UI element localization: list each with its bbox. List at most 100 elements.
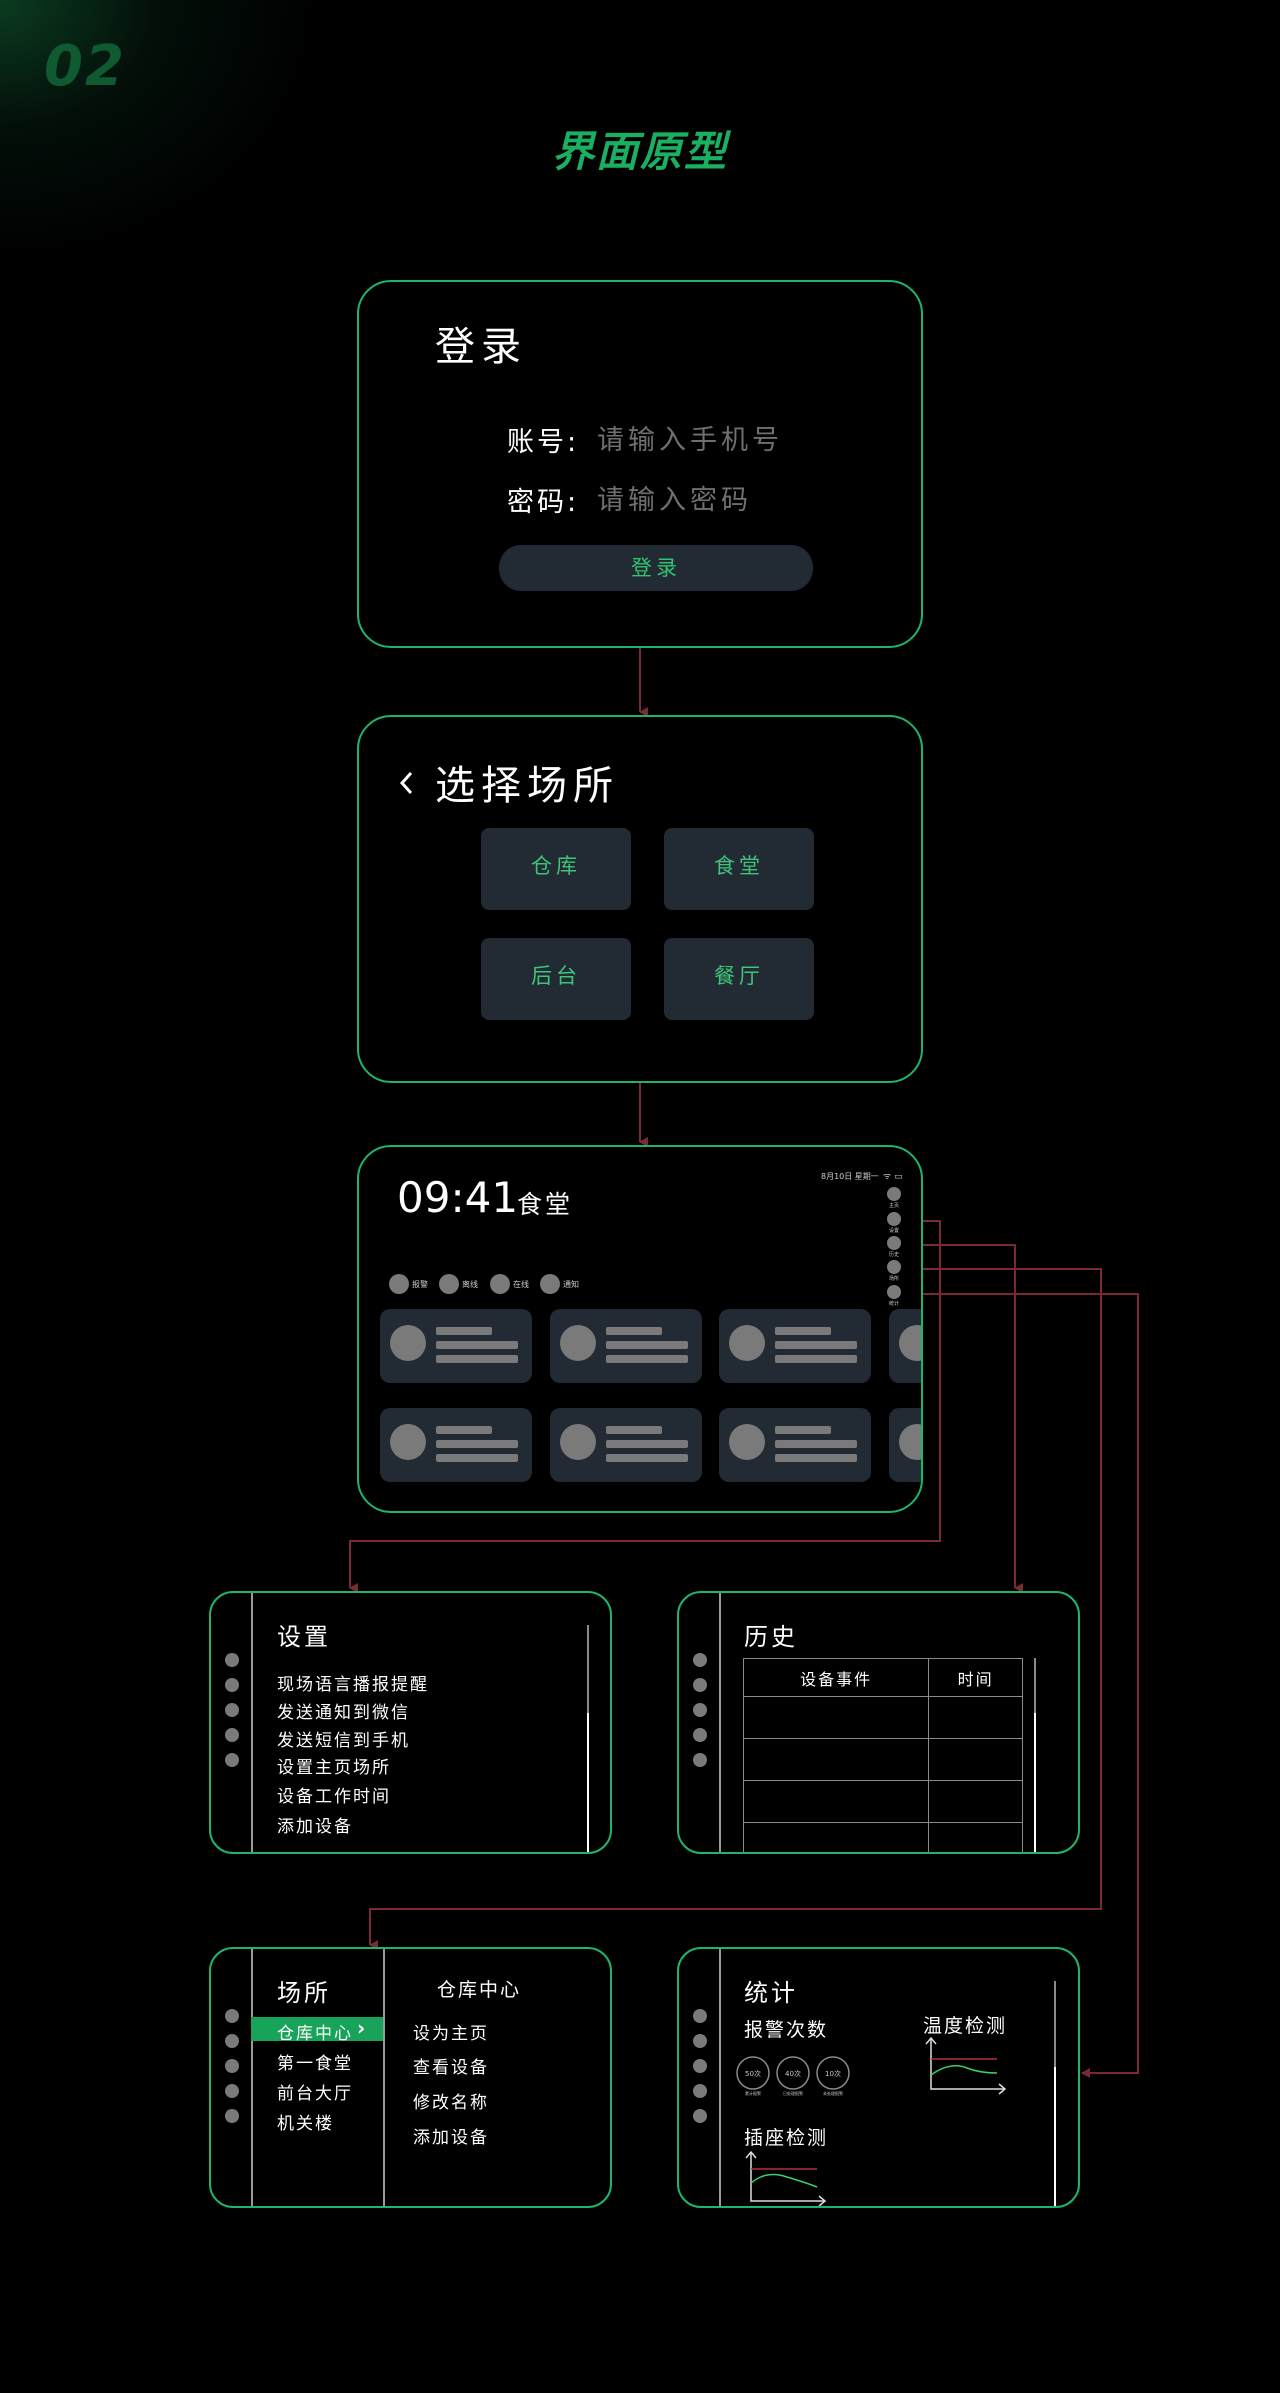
device-line: [775, 1355, 857, 1363]
device-card[interactable]: [719, 1309, 871, 1383]
nav-stats-icon[interactable]: [887, 1285, 901, 1299]
settings-item[interactable]: 现场语言播报提醒: [277, 1675, 429, 1695]
place-option-backstage[interactable]: 后台: [481, 938, 631, 1020]
clock-time: 09:41: [397, 1173, 519, 1222]
scrollbar-thumb[interactable]: [587, 1713, 589, 1852]
place-option-restaurant[interactable]: 餐厅: [664, 938, 814, 1020]
nav-stats-icon[interactable]: [225, 2109, 239, 2123]
alarm-count-badges: [736, 2056, 850, 2090]
scrollbar-thumb[interactable]: [1034, 1713, 1036, 1852]
password-label: 密码:: [507, 487, 580, 518]
device-line: [606, 1454, 688, 1462]
filter-notice-icon[interactable]: [540, 1274, 560, 1294]
table-row: [742, 1696, 1023, 1739]
device-line: [775, 1440, 857, 1448]
device-card[interactable]: [889, 1309, 921, 1383]
nav-settings-icon[interactable]: [887, 1212, 901, 1226]
alarm-count-title: 报警次数: [744, 2019, 829, 2041]
nav-stats-icon[interactable]: [693, 2109, 707, 2123]
nav-places-icon[interactable]: [693, 1728, 707, 1742]
login-screen: 登录 账号: 请输入手机号 密码: 请输入密码 登录: [357, 280, 923, 648]
nav-home-label: 主页: [889, 1203, 900, 1209]
nav-home-icon[interactable]: [693, 2009, 707, 2023]
device-card[interactable]: [889, 1408, 921, 1482]
password-input[interactable]: 请输入密码: [597, 485, 752, 516]
device-icon: [560, 1325, 596, 1361]
account-label: 账号:: [507, 427, 580, 458]
nav-settings-icon[interactable]: [225, 2034, 239, 2048]
nav-home-icon[interactable]: [887, 1187, 901, 1201]
nav-settings-label: 设置: [889, 1228, 900, 1234]
temperature-chart: [925, 2036, 1007, 2095]
history-table: 设备事件时间: [742, 1658, 1023, 1852]
nav-settings-icon[interactable]: [693, 1678, 707, 1692]
settings-item[interactable]: 发送短信到手机: [277, 1731, 410, 1751]
settings-item[interactable]: 设备工作时间: [277, 1787, 391, 1807]
table-cell: [928, 1780, 1023, 1823]
select-place-title: 选择场所: [435, 763, 619, 809]
nav-places-icon[interactable]: [225, 1728, 239, 1742]
settings-item[interactable]: 发送通知到微信: [277, 1703, 410, 1723]
place-action[interactable]: 修改名称: [413, 2093, 489, 2113]
place-item[interactable]: 机关楼: [277, 2114, 334, 2134]
current-place: 食堂: [517, 1190, 574, 1219]
chevron-left-icon[interactable]: [399, 769, 415, 797]
device-card[interactable]: [380, 1309, 532, 1383]
nav-history-icon[interactable]: [225, 2059, 239, 2073]
device-icon: [390, 1424, 426, 1460]
temperature-title: 温度检测: [923, 2015, 1008, 2037]
device-line: [436, 1327, 492, 1335]
device-card[interactable]: [719, 1408, 871, 1482]
stats-screen: 统计 报警次数 50次 40次 10次 累计报警 已处理报警 未处理报警 温度检…: [677, 1947, 1080, 2208]
column-header-event: 设备事件: [742, 1658, 930, 1697]
nav-places-icon[interactable]: [887, 1260, 901, 1274]
place-option-warehouse[interactable]: 仓库: [481, 828, 631, 910]
nav-stats-icon[interactable]: [225, 1753, 239, 1767]
filter-offline-icon[interactable]: [439, 1274, 459, 1294]
place-item[interactable]: 第一食堂: [277, 2054, 353, 2074]
filter-offline-label: 离线: [462, 1280, 478, 1289]
nav-places-icon[interactable]: [693, 2084, 707, 2098]
place-action[interactable]: 设为主页: [413, 2024, 489, 2044]
place-action[interactable]: 查看设备: [413, 2058, 489, 2078]
scrollbar-thumb[interactable]: [1054, 2067, 1056, 2206]
nav-history-icon[interactable]: [693, 2059, 707, 2073]
filter-alarm-icon[interactable]: [389, 1274, 409, 1294]
nav-stats-icon[interactable]: [693, 1753, 707, 1767]
nav-history-icon[interactable]: [225, 1703, 239, 1717]
table-cell: [742, 1738, 930, 1781]
place-item[interactable]: 前台大厅: [277, 2084, 353, 2104]
nav-home-icon[interactable]: [225, 1653, 239, 1667]
login-button[interactable]: 登录: [499, 545, 813, 591]
account-input[interactable]: 请输入手机号: [597, 425, 783, 456]
corner-glow: [0, 0, 320, 260]
wifi-battery-icon: ᯤ ▭: [883, 1172, 903, 1182]
side-nav: [211, 1593, 253, 1852]
nav-home-icon[interactable]: [225, 2009, 239, 2023]
place-option-canteen[interactable]: 食堂: [664, 828, 814, 910]
place-action[interactable]: 添加设备: [413, 2128, 489, 2148]
settings-screen: 设置 现场语言播报提醒 发送通知到微信 发送短信到手机 设置主页场所 设备工作时…: [209, 1591, 612, 1854]
device-card[interactable]: [550, 1309, 702, 1383]
login-title: 登录: [435, 324, 527, 370]
place-item-selected[interactable]: 仓库中心: [277, 2024, 353, 2044]
nav-settings-icon[interactable]: [225, 1678, 239, 1692]
device-icon: [729, 1325, 765, 1361]
table-row: [742, 1780, 1023, 1823]
filter-online-icon[interactable]: [490, 1274, 510, 1294]
places-title: 场所: [277, 1979, 331, 2007]
nav-home-icon[interactable]: [693, 1653, 707, 1667]
settings-item[interactable]: 设置主页场所: [277, 1758, 391, 1778]
device-card[interactable]: [550, 1408, 702, 1482]
dashboard-screen: 09:41 食堂 8月10日 星期一 ᯤ ▭ 主页 设置 历史 场所 统计 报警…: [357, 1145, 923, 1513]
settings-item[interactable]: 添加设备: [277, 1817, 353, 1837]
chevron-right-icon: ›: [357, 2016, 368, 2040]
nav-places-icon[interactable]: [225, 2084, 239, 2098]
device-line: [606, 1426, 662, 1434]
nav-history-icon[interactable]: [693, 1703, 707, 1717]
nav-history-icon[interactable]: [887, 1236, 901, 1250]
socket-chart: [745, 2150, 827, 2206]
nav-settings-icon[interactable]: [693, 2034, 707, 2048]
device-card[interactable]: [380, 1408, 532, 1482]
